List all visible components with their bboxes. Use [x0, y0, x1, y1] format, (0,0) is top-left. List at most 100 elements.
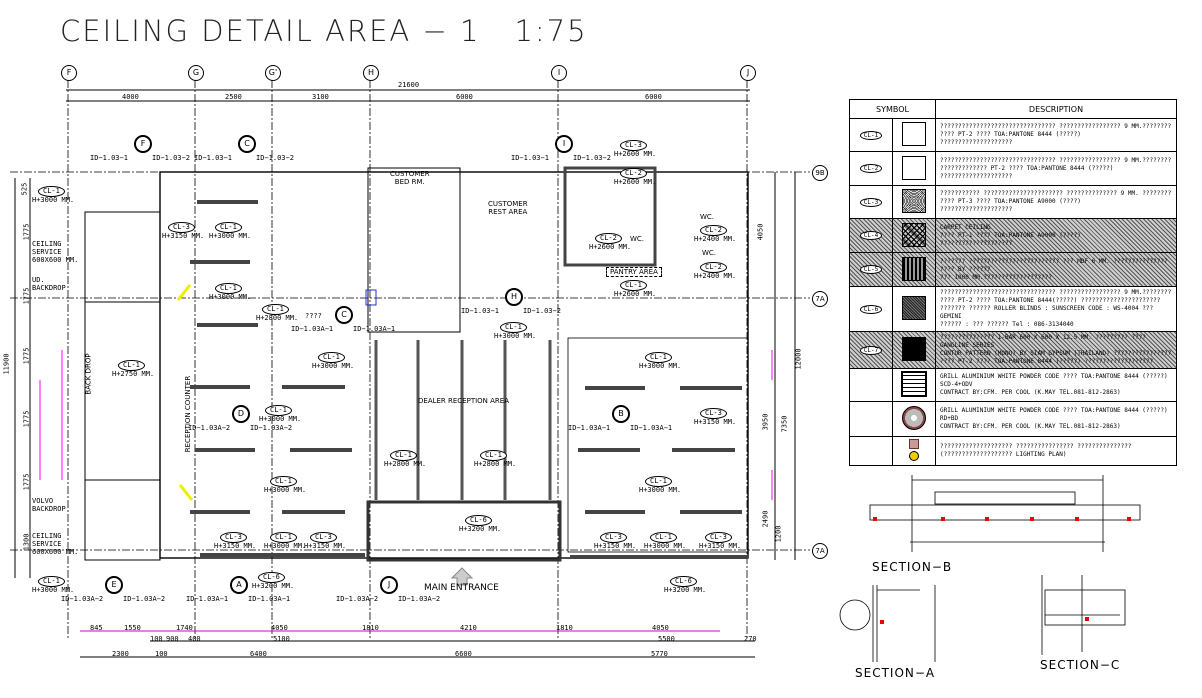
ceiling-height-label: H+2600 MM.: [589, 243, 632, 251]
legend-tag: CL-2: [859, 164, 883, 173]
grid-bubble-f: F: [61, 65, 77, 81]
room-customer-bed: CUSTOMER BED RM.: [390, 170, 430, 186]
ceiling-height-label: H+3000 MM.: [639, 486, 682, 494]
ceiling-height-label: H+2750 MM.: [112, 370, 155, 378]
dim-total: 21600: [398, 81, 420, 89]
room-customer-rest: CUSTOMER REST AREA: [488, 200, 528, 216]
ceiling-type-tag: CL-1: [270, 532, 297, 543]
ceiling-type-tag: CL-2: [700, 262, 727, 273]
legend-description-line: ????????????????????: [940, 239, 1013, 247]
ceiling-height-label: H+2600 MM.: [614, 290, 657, 298]
ceiling-type-tag: CL-1: [38, 576, 65, 587]
dim-left: 1775: [22, 410, 31, 428]
section-ref-right: ID−1.03−2: [256, 154, 294, 162]
section-marker: D: [232, 405, 250, 423]
section-ref-left: ID−1.03A−1: [291, 325, 334, 333]
room-wc: WC.: [702, 249, 717, 257]
room-wc: WC.: [630, 235, 645, 243]
ceiling-type-tag: CL-6: [465, 515, 492, 526]
volvo-backdrop-label: VOLVO BACKDROP: [32, 497, 66, 513]
ceiling-service-label: CEILING SERVICE 600X600 MM.: [32, 240, 79, 264]
dim-left-total: 11900: [2, 353, 11, 375]
ceiling-height-label: H+3150 MM.: [699, 542, 742, 550]
ceiling-height-label: H+2800 MM.: [384, 460, 427, 468]
ceiling-height-label: H+3000 MM.: [644, 542, 687, 550]
dim-right: 7350: [780, 415, 789, 433]
dim-top: 3100: [312, 93, 329, 101]
ceiling-type-tag: CL-1: [650, 532, 677, 543]
dim-bottom: 400: [188, 635, 201, 643]
ceiling-type-tag: CL-3: [310, 532, 337, 543]
section-ref-right: ID−1.03−2: [573, 154, 611, 162]
pattern-swatch-icon: [902, 256, 926, 281]
dim-bottom: 4050: [271, 624, 288, 632]
legend-description-line: SCD-4+ODV: [940, 381, 973, 388]
ceiling-height-label: H+3200 MM.: [664, 586, 707, 594]
legend-description-line: CONTUR PATTERN (MONO) BY SIAM GYPSUM (TH…: [940, 350, 1172, 357]
ceiling-type-tag: CL-1: [480, 450, 507, 461]
section-ref-right: ID−1.03−2: [152, 154, 190, 162]
legend-tag: CL-7: [859, 345, 883, 355]
dim-top: 2500: [225, 93, 242, 101]
legend-description-line: CONTRACT BY:CFM. PER COOL (K.MAY TEL.081…: [940, 389, 1121, 396]
ceiling-height-label: H+3000 MM.: [32, 196, 75, 204]
section-ref-right: ID−1.03A−1: [248, 595, 291, 603]
dim-bottom: 5100: [273, 635, 290, 643]
ceiling-type-tag: CL-1: [265, 405, 292, 416]
legend-row: CL-3??????????? ?????????????????????? ?…: [849, 185, 1177, 219]
pattern-swatch-icon: [902, 155, 926, 180]
dim-bottom: 2300: [112, 650, 129, 658]
drawing-scale: 1:75: [514, 14, 588, 48]
ud-backdrop-label: UD. BACKDROP: [32, 276, 66, 292]
legend-tag: CL-1: [859, 130, 883, 140]
legend-description-line: ??????????? ?????????????????????? ?????…: [940, 190, 1172, 197]
ceiling-type-tag: CL-1: [262, 304, 289, 315]
dim-right: 1200: [774, 525, 783, 543]
legend-row: GRILL ALUMINIUM WHITE POWDER CODE ???? T…: [849, 401, 1177, 437]
dim-left: 1775: [22, 287, 31, 305]
ceiling-type-tag: CL-1: [38, 186, 65, 197]
grid-bubble-g-prime: G': [265, 65, 281, 81]
ceiling-type-tag: CL-3: [620, 140, 647, 151]
legend-description-line: ???? PT-2 ???? TOA:PANTONE 8444(?????) ?…: [940, 297, 1161, 304]
section-b-label: SECTION−B: [872, 560, 953, 574]
section-marker: I: [555, 135, 573, 153]
legend-description-line: ??????? ????????????????????????? ??? MD…: [940, 257, 1168, 265]
legend-tag: CL-6: [859, 304, 883, 314]
legend-description-line: ?????? : ??? ?????? Tel : 086-3134040: [940, 321, 1074, 328]
legend-header-symbol: SYMBOL: [849, 99, 936, 119]
legend-header-description: DESCRIPTION: [935, 99, 1177, 119]
section-ref-right: ID−1.03A−2: [123, 595, 166, 603]
ceiling-type-tag: CL-2: [620, 168, 647, 179]
grid-bubble-i: I: [551, 65, 567, 81]
ceiling-type-tag: CL-6: [670, 576, 697, 587]
ceiling-type-tag: CL-1: [215, 283, 242, 294]
legend-description-line: ??????? ?????? ROLLER BLINDS : SUNSCREEN…: [940, 305, 1154, 320]
ceiling-height-label: H+3000 MM.: [32, 586, 75, 594]
dim-bottom: 1810: [362, 624, 379, 632]
legend-description-line: ???? PT-2 ???? TOA:PANTONE 8444 (?????) …: [940, 358, 1154, 365]
legend-description-line: RD+BD: [940, 415, 959, 422]
section-ref-right: ID−1.03A−1: [353, 325, 396, 333]
dim-bottom: 1550: [124, 624, 141, 632]
room-backdrop: BACK DROP: [84, 353, 93, 395]
section-ref-left: ID−1.03A−1: [568, 424, 611, 432]
ceiling-type-tag: CL-1: [645, 476, 672, 487]
ceiling-type-tag: CL-1: [118, 360, 145, 371]
ceiling-height-label: H+3150 MM.: [594, 542, 637, 550]
ceiling-height-label: H+2400 MM.: [694, 235, 737, 243]
dim-right: 3950: [761, 413, 770, 431]
dim-bottom: 4050: [652, 624, 669, 632]
ceiling-height-label: H+3000 MM.: [259, 415, 302, 423]
dim-left: 1300: [22, 533, 31, 551]
legend-description-line: GRILL ALUMINIUM WHITE POWDER CODE ???? T…: [940, 373, 1168, 380]
ceiling-type-tag: CL-1: [270, 476, 297, 487]
dim-bottom: 1810: [556, 624, 573, 632]
ceiling-height-label: H+3150 MM.: [214, 542, 257, 550]
section-ref-right: ID−1.03A−2: [250, 424, 293, 432]
dim-top: 4000: [122, 93, 139, 101]
ceiling-service-label: CEILING SERVICE 600X600 MM.: [32, 532, 79, 556]
ceiling-height-label: H+2800 MM.: [474, 460, 517, 468]
